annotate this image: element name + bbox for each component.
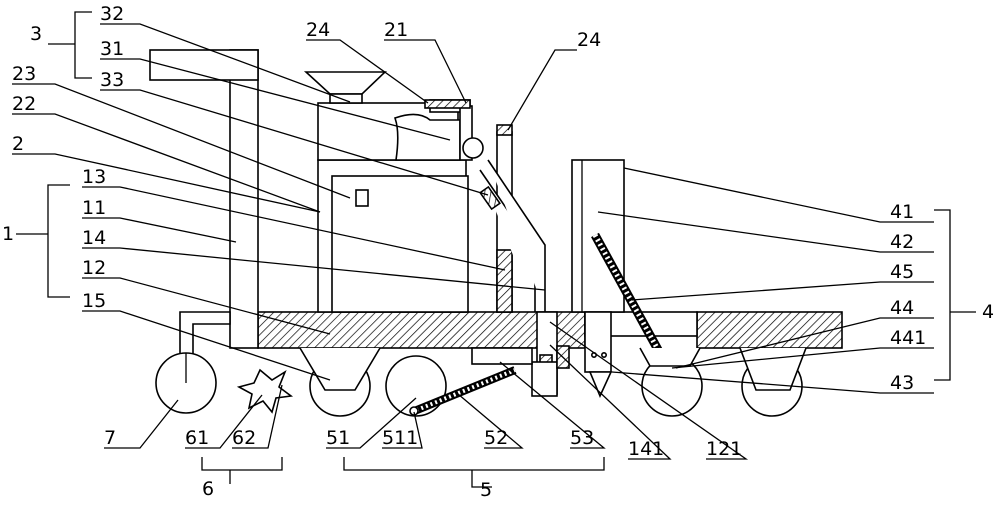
label-45: 45 (890, 261, 914, 283)
label-6: 6 (202, 478, 214, 500)
label-441: 441 (890, 327, 926, 349)
leader-141 (549, 344, 672, 460)
label-32: 32 (100, 3, 124, 25)
leader-441 (671, 347, 934, 369)
label-14: 14 (82, 227, 106, 249)
leader-23 (12, 83, 351, 199)
label-21: 21 (384, 19, 408, 41)
label-1: 1 (2, 223, 14, 245)
leader-53 (499, 361, 606, 449)
pipe-21-ring (462, 137, 484, 159)
leader-24b (507, 49, 577, 131)
rod-45-inner (592, 233, 671, 370)
leader-51 (326, 397, 417, 449)
label-15: 15 (82, 290, 106, 312)
leader-12 (82, 277, 331, 335)
bracket-6 (201, 457, 283, 471)
bracket-1-v (47, 184, 70, 298)
leader-11 (82, 217, 237, 243)
leader-33 (100, 89, 489, 196)
hopper-neck (329, 93, 363, 104)
bolt-b (600, 351, 607, 358)
label-41: 41 (890, 201, 914, 223)
bracket-4-v (934, 209, 951, 381)
label-2: 2 (12, 133, 24, 155)
outlet-sleeve (531, 361, 558, 397)
wheel-44-bracket (639, 347, 701, 367)
leader-511 (382, 411, 423, 449)
leader-15 (82, 310, 331, 381)
label-121: 121 (706, 438, 742, 460)
leader-42 (597, 211, 934, 253)
leader-44 (675, 317, 934, 369)
planter-lower (584, 311, 612, 373)
base-plate (257, 311, 586, 349)
pipe-21-cap (424, 99, 471, 109)
leader-43 (611, 371, 934, 394)
label-24a: 24 (306, 19, 330, 41)
label-53: 53 (570, 427, 594, 449)
leader-2 (12, 153, 321, 213)
roller-bracket (471, 347, 533, 365)
label-51: 51 (326, 427, 350, 449)
leader-31 (100, 58, 451, 141)
label-11: 11 (82, 197, 106, 219)
leader-22 (12, 113, 321, 213)
star-cutter (236, 368, 294, 414)
pipe-13-hatch (479, 185, 501, 211)
leader-7 (104, 399, 179, 449)
label-31: 31 (100, 38, 124, 60)
label-42: 42 (890, 231, 914, 253)
sensor-22 (355, 189, 369, 207)
label-23: 23 (12, 63, 36, 85)
frame-column (229, 49, 259, 349)
label-4: 4 (982, 301, 994, 323)
roller-pivot (409, 406, 419, 416)
leader-32 (100, 23, 351, 103)
label-5: 5 (480, 479, 492, 501)
label-44: 44 (890, 297, 914, 319)
tube-24-hatch (496, 124, 513, 136)
leader-62 (232, 384, 283, 449)
leader-41 (623, 167, 934, 223)
bracket-5 (343, 457, 605, 471)
bracket-3-v (74, 11, 92, 79)
label-24b: 24 (577, 29, 601, 51)
leader-45 (631, 281, 934, 301)
leader-13 (82, 186, 506, 271)
wheel-15-bracket (299, 347, 381, 391)
wheel-right-bracket (739, 347, 807, 391)
label-62: 62 (232, 427, 256, 449)
label-13: 13 (82, 166, 106, 188)
leader-121 (549, 321, 749, 460)
label-511: 511 (382, 427, 418, 449)
label-141: 141 (628, 438, 664, 460)
label-33: 33 (100, 69, 124, 91)
label-61: 61 (185, 427, 209, 449)
leader-21 (384, 39, 467, 104)
column-cap (149, 49, 259, 81)
label-22: 22 (12, 93, 36, 115)
roller-rod-inner (411, 368, 516, 414)
leader-61 (185, 394, 263, 449)
tube-24-lower (496, 249, 513, 313)
label-7: 7 (104, 427, 116, 449)
bracket-5-arrow (471, 470, 492, 488)
label-3: 3 (30, 23, 42, 45)
label-52: 52 (484, 427, 508, 449)
leader-52 (457, 393, 524, 449)
label-12: 12 (82, 257, 106, 279)
tank-inner (331, 175, 469, 313)
pipe-21 (393, 113, 461, 161)
leader-24a (306, 39, 429, 104)
planter-share (588, 371, 613, 398)
base-plate-right (696, 311, 843, 349)
leader-14 (82, 247, 546, 291)
label-43: 43 (890, 372, 914, 394)
